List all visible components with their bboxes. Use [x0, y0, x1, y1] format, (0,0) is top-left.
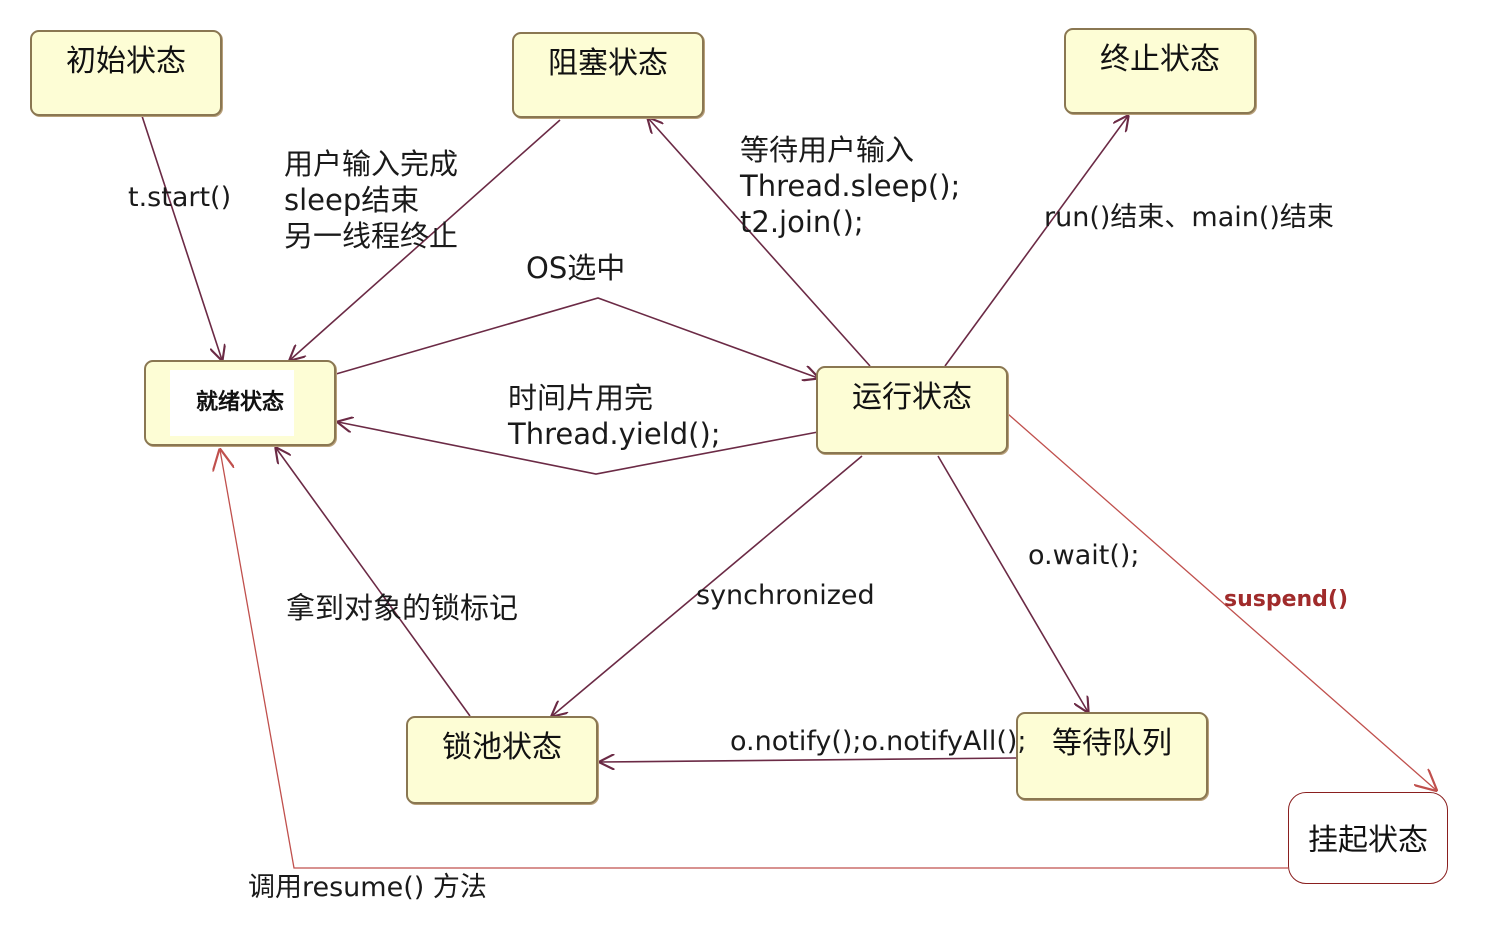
label-unblock-2: sleep结束 — [284, 183, 420, 217]
state-lock-pool: 锁池状态 — [406, 716, 598, 804]
arrow-lockpool-to-ready — [276, 448, 471, 717]
arrow-running-to-blocked — [648, 118, 871, 367]
label-synchronized: synchronized — [696, 580, 875, 611]
label-suspend: suspend() — [1224, 587, 1349, 612]
arrow-initial-to-ready — [141, 115, 222, 360]
state-running-label: 运行状态 — [852, 380, 972, 415]
label-os-selected: OS选中 — [526, 251, 626, 285]
arrow-blocked-to-ready — [290, 119, 561, 360]
state-blocked: 阻塞状态 — [512, 32, 704, 118]
label-unblock-1: 用户输入完成 — [284, 147, 459, 181]
arrow-running-to-terminated — [944, 116, 1128, 367]
state-terminated: 终止状态 — [1064, 28, 1256, 114]
arrow-ready-to-running — [335, 297, 818, 378]
state-terminated-label: 终止状态 — [1100, 42, 1220, 77]
state-wait-queue-label: 等待队列 — [1052, 726, 1172, 761]
label-block-2: Thread.sleep(); — [740, 169, 961, 203]
label-unblock-3: 另一线程终止 — [284, 219, 459, 253]
label-start: t.start() — [128, 182, 232, 213]
arrow-waitqueue-to-lockpool — [600, 758, 1017, 762]
arrow-running-to-lockpool — [552, 455, 863, 716]
arrow-running-to-ready — [338, 422, 819, 475]
state-running: 运行状态 — [816, 366, 1008, 454]
state-lock-pool-label: 锁池状态 — [442, 730, 562, 765]
state-suspended: 挂起状态 — [1288, 792, 1448, 884]
state-ready: 就绪状态 — [144, 360, 336, 446]
label-got-lock: 拿到对象的锁标记 — [286, 591, 519, 625]
label-timeslice-2: Thread.yield(); — [508, 417, 721, 451]
label-resume: 调用resume() 方法 — [248, 872, 487, 903]
state-initial: 初始状态 — [30, 30, 222, 116]
label-block-1: 等待用户输入 — [740, 133, 915, 167]
label-block-3: t2.join(); — [740, 205, 864, 239]
arrow-running-to-waitqueue — [937, 455, 1088, 712]
state-blocked-label: 阻塞状态 — [548, 46, 668, 81]
state-wait-queue: 等待队列 — [1016, 712, 1208, 800]
arrow-running-to-suspended — [1007, 413, 1436, 790]
arrow-suspended-to-ready — [220, 450, 1288, 869]
state-ready-label: 就绪状态 — [195, 390, 284, 415]
label-run-end: run()结束、main()结束 — [1044, 202, 1334, 233]
state-ready-highlight — [170, 370, 294, 436]
state-initial-label: 初始状态 — [66, 44, 186, 79]
label-timeslice-1: 时间片用完 — [508, 381, 654, 415]
label-notify: o.notify();o.notifyAll(); — [730, 726, 1027, 757]
state-suspended-label: 挂起状态 — [1308, 823, 1428, 858]
label-wait: o.wait(); — [1028, 540, 1140, 571]
